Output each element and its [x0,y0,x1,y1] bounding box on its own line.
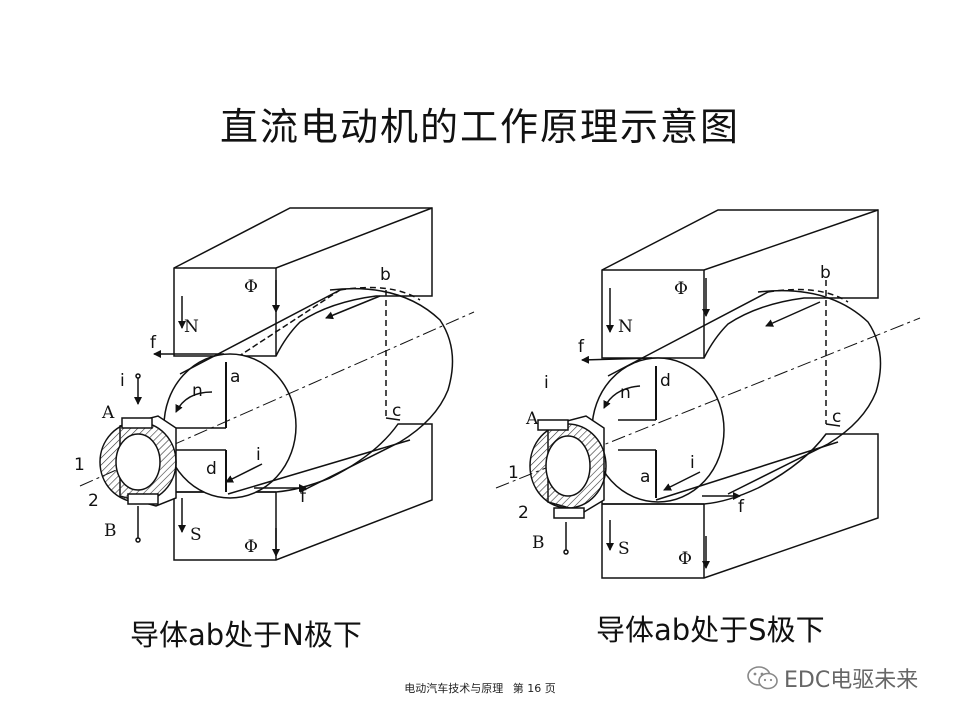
left-label-2: 2 [88,491,99,511]
right-label-a: a [640,467,650,487]
wechat-icon [747,666,778,690]
left-commutator [99,415,177,507]
left-label-phi-top: Φ [244,277,258,297]
right-labels: N Φ S Φ b c d a f f n i i A B 1 2 [508,263,841,569]
right-motor-diagram [495,209,921,579]
right-label-f-bottom: f [738,497,745,517]
watermark-text: EDC电驱未来 [784,668,919,693]
left-rotor [163,286,454,499]
left-label-i-mid: i [256,445,261,465]
right-label-i-mid: i [690,453,695,473]
right-label-f-top: f [578,337,585,357]
left-caption: 导体ab处于N极下 [130,618,362,652]
left-axis [79,311,475,487]
left-label-b: b [380,265,391,285]
right-label-2: 2 [518,503,529,523]
footer-page-number: 第 16 页 [512,682,556,695]
left-label-B: B [104,521,117,541]
right-label-A: A [525,409,539,429]
left-labels: N Φ S Φ b c a d f f n i i A B 1 2 [74,265,401,557]
footer-book-title: 电动汽车技术与原理 [404,682,504,695]
left-motor-diagram [79,207,475,561]
left-label-N: N [184,317,199,337]
left-label-c: c [392,401,401,421]
left-label-i-top: i [120,371,125,391]
page-title: 直流电动机的工作原理示意图 [219,105,740,149]
left-label-A: A [101,403,115,423]
right-label-phi-bottom: Φ [678,549,692,569]
right-rotor [591,280,882,503]
watermark: EDC电驱未来 [746,662,918,694]
left-label-S: S [190,525,202,545]
right-label-i-top: i [544,373,549,393]
right-commutator [529,415,607,519]
left-label-a: a [230,367,240,387]
right-label-phi-top: Φ [674,279,688,299]
right-label-S: S [618,539,630,559]
right-caption: 导体ab处于S极下 [596,613,825,647]
left-label-f-bottom: f [300,487,307,507]
left-label-phi-bottom: Φ [244,537,258,557]
right-label-1: 1 [508,463,519,483]
left-label-d: d [206,459,217,479]
left-label-n: n [192,381,203,401]
right-label-c: c [832,407,841,427]
right-label-d: d [660,371,671,391]
left-label-1: 1 [74,455,85,475]
right-label-b: b [820,263,831,283]
right-label-n: n [620,383,631,403]
left-label-f-top: f [150,333,157,353]
right-label-B: B [532,533,545,553]
right-label-N: N [618,317,633,337]
left-north-pole [173,207,433,357]
page-footer: 电动汽车技术与原理 第 16 页 [0,680,960,696]
right-north-pole [601,209,879,359]
